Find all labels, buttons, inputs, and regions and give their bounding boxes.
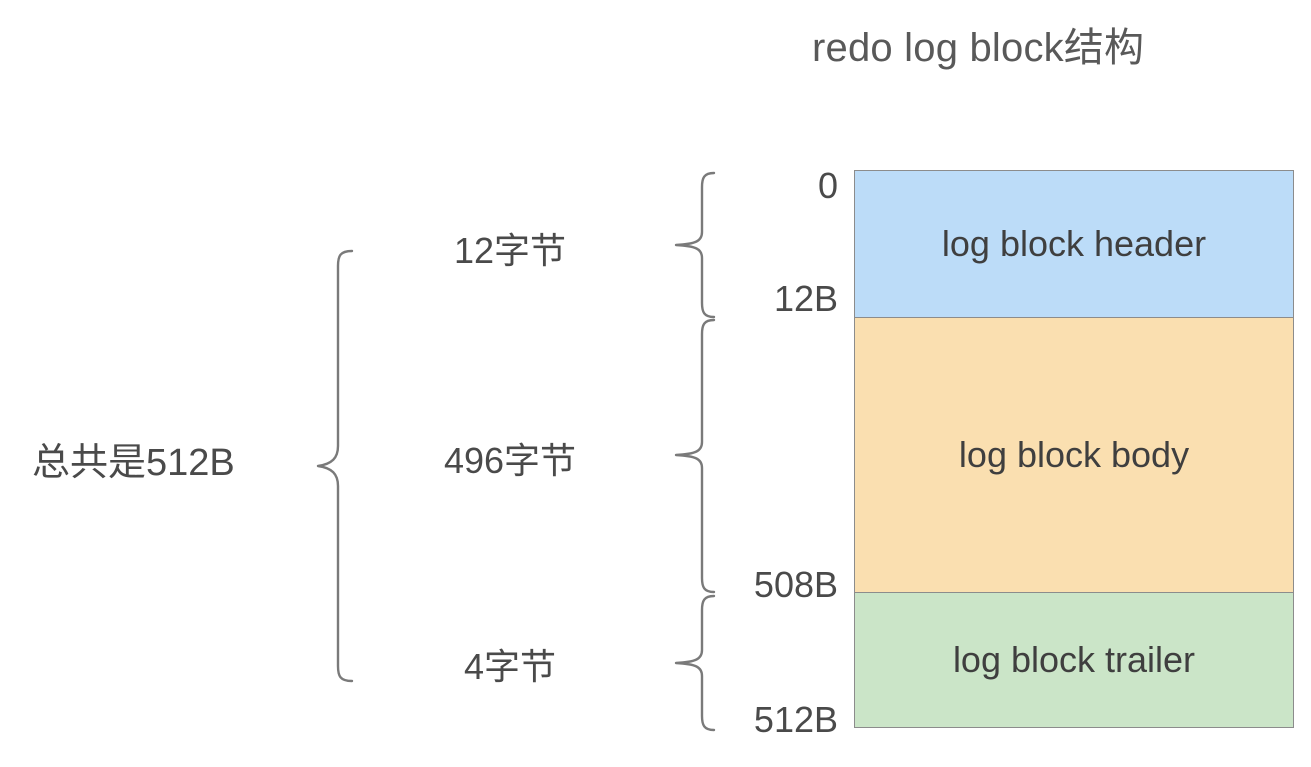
total-size-label: 总共是512B xyxy=(32,442,235,484)
brace-total xyxy=(316,249,354,683)
block-stack: log block header log block body log bloc… xyxy=(854,170,1294,728)
block-log-block-body[interactable]: log block body xyxy=(854,317,1294,593)
offset-label-start: 0 xyxy=(817,165,838,206)
size-label-trailer: 4字节 xyxy=(463,646,557,687)
block-log-block-header[interactable]: log block header xyxy=(854,170,1294,318)
diagram-title: redo log block结构 xyxy=(812,26,1145,70)
size-label-body: 496字节 xyxy=(443,440,577,481)
size-label-header: 12字节 xyxy=(453,230,567,271)
block-header-label: log block header xyxy=(941,223,1207,264)
block-log-block-trailer[interactable]: log block trailer xyxy=(854,592,1294,728)
block-body-label: log block body xyxy=(958,434,1190,475)
offset-label-header-end: 12B xyxy=(773,278,838,319)
offset-label-trailer-end: 512B xyxy=(753,699,838,740)
brace-body xyxy=(674,318,716,594)
block-trailer-label: log block trailer xyxy=(952,639,1196,680)
offset-label-body-end: 508B xyxy=(753,564,838,605)
